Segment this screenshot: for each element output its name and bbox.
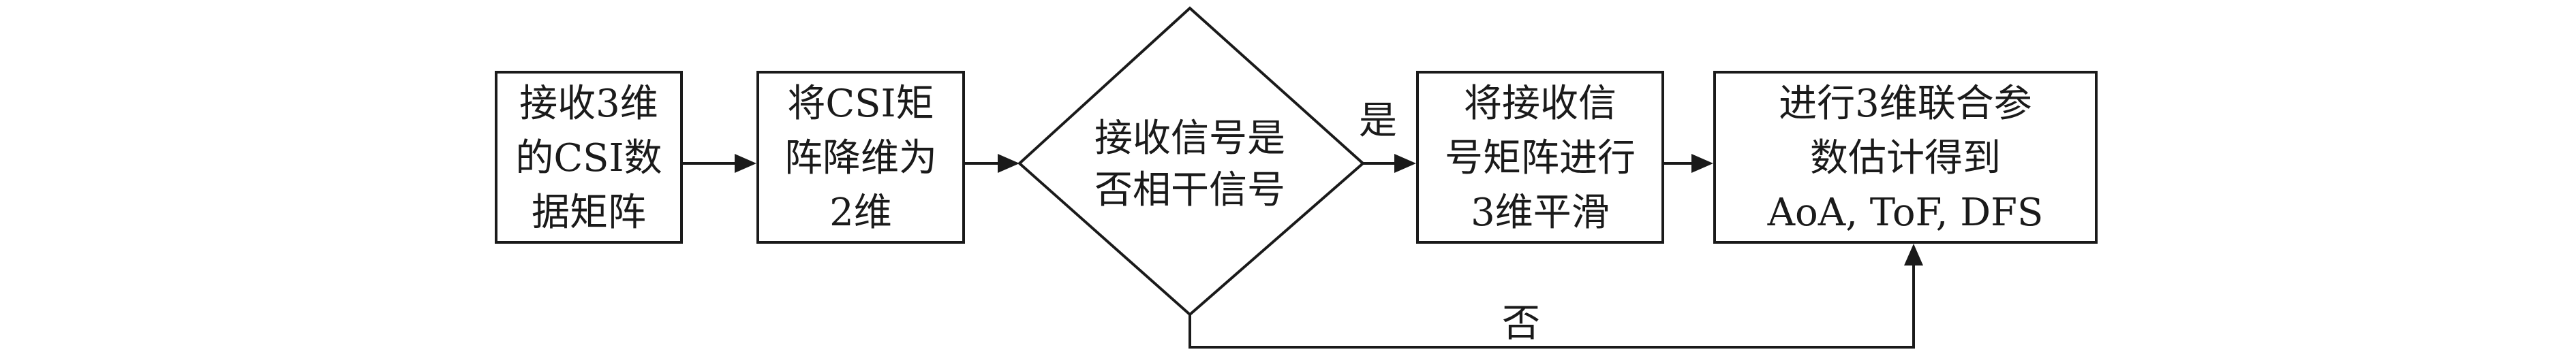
node-reduce-csi-to-2d-line-2: 阵降维为: [784, 136, 937, 180]
node-receive-3d-csi-line-3: 据矩阵: [532, 191, 646, 235]
node-reduce-csi-to-2d: 将CSI矩 阵降维为 2维: [756, 71, 965, 244]
node-reduce-csi-to-2d-line-3: 2维: [829, 191, 892, 235]
node-3d-smoothing-line-2: 号矩阵进行: [1445, 136, 1636, 180]
decision-coherent-signal-line-1: 接收信号是: [1094, 116, 1285, 161]
arrow-yes-decision-to-n4: [1363, 154, 1416, 173]
node-reduce-csi-to-2d-line-1: 将CSI矩: [787, 82, 934, 126]
node-receive-3d-csi-line-2: 的CSI数: [515, 136, 662, 180]
node-3d-smoothing: 将接收信 号矩阵进行 3维平滑: [1416, 71, 1664, 244]
arrow-n2-to-decision: [964, 154, 1019, 173]
edge-label-yes: 是: [1359, 99, 1397, 143]
node-joint-estimation-line-2: 数估计得到: [1810, 136, 2001, 180]
decision-coherent-signal: 接收信号是 否相干信号: [1017, 6, 1366, 317]
node-joint-estimation-line-3: AoA, ToF, DFS: [1767, 191, 2044, 235]
node-receive-3d-csi: 接收3维 的CSI数 据矩阵: [495, 71, 683, 244]
node-joint-estimation: 进行3维联合参 数估计得到 AoA, ToF, DFS: [1713, 71, 2098, 244]
node-3d-smoothing-line-1: 将接收信: [1464, 82, 1616, 126]
arrow-n1-to-n2: [681, 154, 756, 173]
arrow-no-decision-to-n5: [1189, 244, 1923, 349]
node-3d-smoothing-line-3: 3维平滑: [1471, 191, 1610, 235]
decision-coherent-signal-line-2: 否相干信号: [1094, 168, 1285, 212]
node-receive-3d-csi-line-1: 接收3维: [519, 82, 658, 126]
arrow-n4-to-n5: [1663, 154, 1713, 173]
node-joint-estimation-line-1: 进行3维联合参: [1779, 82, 2032, 126]
edge-label-no: 否: [1502, 302, 1540, 346]
